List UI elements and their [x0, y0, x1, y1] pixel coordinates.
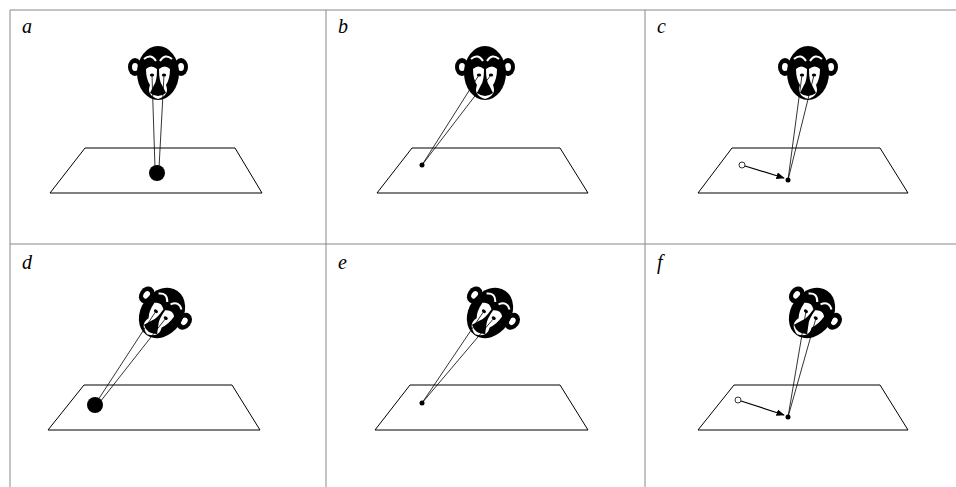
panel-letter: e [338, 252, 347, 272]
panel-letter: c [657, 16, 666, 36]
panel-letter: d [22, 252, 32, 272]
panel-f-scene [698, 274, 908, 430]
panel-d-scene [48, 274, 260, 430]
panel-e-scene [375, 274, 588, 430]
panel-a-scene [50, 46, 262, 193]
panel-grid [10, 10, 956, 487]
panel-letter: b [338, 16, 348, 36]
panel-c-scene [698, 46, 908, 193]
panel-letter: a [22, 16, 32, 36]
panel-b-scene [377, 46, 588, 193]
panel-letter: f [657, 252, 663, 272]
